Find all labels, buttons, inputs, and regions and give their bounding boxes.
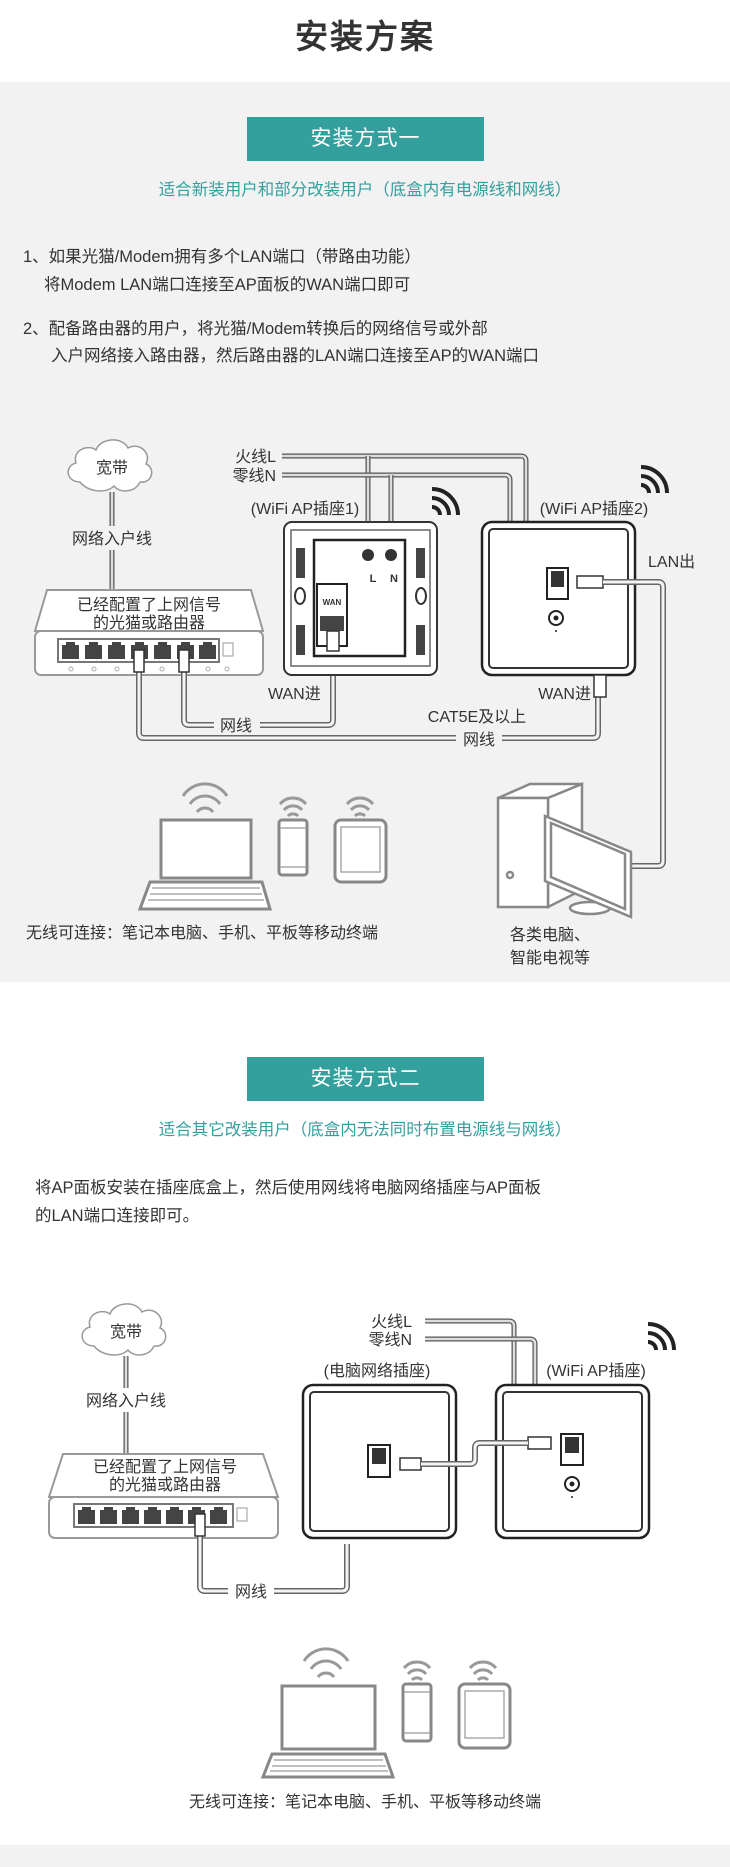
cable-label-1: 网线 [220,717,252,735]
broadband-cloud-icon [81,1303,167,1356]
method1-step1-line1: 1、如果光猫/Modem拥有多个LAN端口（带路由功能） [23,248,421,266]
ap1-label: (WiFi AP插座1) [251,500,359,518]
broadband-cloud-icon [67,439,153,492]
laptop-icon [137,818,273,911]
phone-icon [277,818,309,877]
laptop-icon [260,1684,396,1779]
method2-subtitle: 适合其它改装用户（底盒内无法同时布置电源线与网线） [158,1121,572,1139]
wifi-signal-icon [647,1322,676,1351]
wifi-waves-icon [302,1647,498,1682]
method2-text-line1: 将AP面板安装在插座底盒上，然后使用网线将电脑网络插座与AP面板 [35,1179,542,1197]
method2-text-line2: 的LAN端口连接即可。 [35,1207,200,1225]
cable-router-to-ap2 [136,670,601,741]
ap2-socket-icon [480,520,637,698]
live-wire [425,1318,517,1385]
router-icon [47,1453,280,1539]
broadband-label: 宽带 [110,1323,142,1341]
incoming-line-label: 网络入户线 [72,529,152,548]
lan-out-label: LAN出 [648,553,695,571]
footer-strip [0,1845,730,1867]
ap2-label: (WiFi AP插座2) [540,500,648,518]
wan-port-label: WAN [323,598,342,607]
method1-diagram: 宽带 网络入户线 已经配置了上网信号 的光猫或路由器 网线 CAT5E及以上 网… [26,439,695,967]
ap-socket-icon [494,1383,651,1540]
wifi-signal-icon [640,465,669,494]
wireless-caption: 无线可连接：笔记本电脑、手机、平板等移动终端 [26,924,378,942]
pc-label-line2: 智能电视等 [510,949,590,967]
page-title: 安装方案 [295,18,435,55]
router-label-line1: 已经配置了上网信号 [77,596,221,614]
wifi-signal-icon [431,487,460,516]
ap-label: (WiFi AP插座) [546,1362,646,1380]
pc-socket-label: (电脑网络插座) [324,1361,431,1380]
cable-pc-socket-to-ap [421,1440,528,1467]
wifi-waves-icon [181,782,375,818]
desktop-computer-icon [496,782,633,919]
method1-step1-line2: 将Modem LAN端口连接至AP面板的WAN端口即可 [44,276,411,294]
terminal-l-label: L [370,573,377,585]
wan-in-label-2: WAN进 [538,685,591,703]
router-label-line2: 的光猫或路由器 [93,614,205,632]
phone-icon [401,1682,433,1743]
method2-heading-button: 安装方式二 [247,1057,484,1101]
method1-step2-line2: 入户网络接入路由器，然后路由器的LAN端口连接至AP的WAN端口 [51,347,539,365]
router-label-line1: 已经配置了上网信号 [93,1458,237,1476]
cable-ap2-to-pc [603,579,666,869]
router-label-line2: 的光猫或路由器 [109,1476,221,1494]
tablet-icon [333,818,388,884]
live-wire-label: 火线L [371,1313,412,1331]
incoming-line-label: 网络入户线 [86,1391,166,1410]
terminal-n-label: N [390,573,398,585]
live-wire-label: 火线L [235,448,276,466]
ap1-socket-back-icon [283,521,438,676]
wan-in-label-1: WAN进 [268,685,321,703]
broadband-label: 宽带 [96,459,128,477]
wireless-caption: 无线可连接：笔记本电脑、手机、平板等移动终端 [189,1793,541,1811]
tablet-icon [457,1682,512,1750]
neutral-wire [425,1336,538,1385]
rj45-plug-icon [194,1513,206,1537]
method2-diagram: 宽带 网络入户线 已经配置了上网信号 的光猫或路由器 网线 火线L 零线N (电… [47,1303,676,1811]
neutral-wire-label: 零线N [232,467,276,485]
method1-subtitle: 适合新装用户和部分改装用户（底盒内有电源线和网线） [158,181,572,199]
pc-label-line1: 各类电脑、 [510,926,590,944]
cable-label-2: 网线 [463,731,495,749]
cable-label: 网线 [235,1583,267,1601]
method1-heading-button: 安装方式一 [247,117,484,161]
method1-step2-line1: 2、配备路由器的用户，将光猫/Modem转换后的网络信号或外部 [23,320,488,338]
neutral-wire-label: 零线N [368,1331,412,1349]
rj45-plug-icon [133,649,190,673]
cat5e-label: CAT5E及以上 [428,708,526,726]
